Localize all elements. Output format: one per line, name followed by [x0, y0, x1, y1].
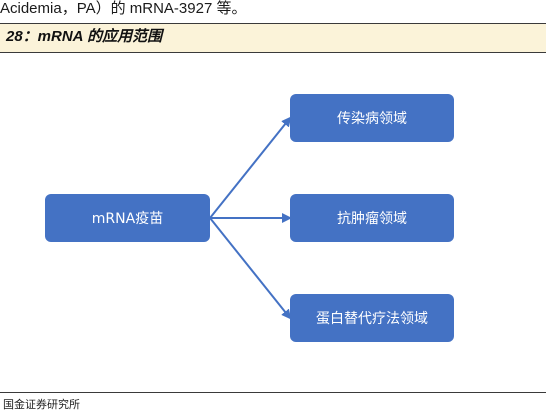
intro-text-line: Acidemia，PA）的 mRNA-3927 等。 [0, 0, 247, 17]
node-oncology: 抗肿瘤领域 [290, 194, 454, 242]
node-mrna-vaccine: mRNA疫苗 [45, 194, 210, 242]
node-infectious-disease-label: 传染病领域 [337, 111, 407, 127]
node-oncology-label: 抗肿瘤领域 [337, 211, 407, 227]
figure-title-band [0, 24, 546, 52]
node-protein-replacement: 蛋白替代疗法领域 [290, 294, 454, 342]
title-bottom-rule [0, 52, 546, 53]
figure-title: 28：mRNA 的应用范围 [6, 28, 163, 45]
node-protein-replacement-label: 蛋白替代疗法领域 [316, 311, 428, 327]
title-top-rule [0, 23, 546, 24]
node-mrna-vaccine-label: mRNA疫苗 [91, 211, 164, 227]
arrow-to-protein-replacement [209, 217, 292, 320]
arrow-to-infectious [209, 116, 292, 219]
footer-rule [0, 392, 546, 393]
source-note: 国金证券研究所 [3, 398, 80, 411]
node-infectious-disease: 传染病领域 [290, 94, 454, 142]
